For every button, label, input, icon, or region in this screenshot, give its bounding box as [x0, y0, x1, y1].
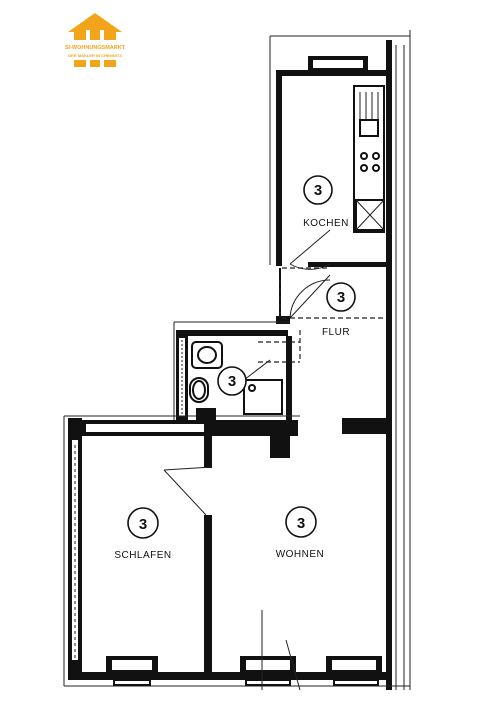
lower-rooms-walls	[63, 416, 410, 691]
room-kochen: 3 KOCHEN	[303, 175, 349, 229]
room-flur: 3 FLUR	[322, 282, 356, 338]
room-label: KOCHEN	[303, 218, 349, 229]
logo-tagline: DER MAKLER IN CHEMNITZ	[68, 53, 122, 58]
hallway-walls	[276, 268, 386, 324]
exterior-wall-right	[386, 30, 411, 690]
kitchen-walls	[269, 35, 410, 270]
room-label: WOHNEN	[276, 549, 325, 560]
room-number: 3	[228, 373, 236, 390]
room-number-badge	[285, 506, 317, 538]
logo-house-body	[74, 30, 116, 40]
room-number-badge	[217, 366, 247, 396]
room-number: 3	[139, 516, 147, 533]
room-label: SCHLAFEN	[114, 550, 171, 561]
room-label: FLUR	[322, 327, 350, 338]
room-bad: 3	[217, 366, 247, 396]
room-number: 3	[297, 515, 305, 532]
room-schlafen: 3 SCHLAFEN	[114, 507, 171, 561]
room-number-badge	[326, 282, 356, 312]
room-number-badge	[303, 175, 333, 205]
logo: SI-WOHNUNGSMARKT DER MAKLER IN CHEMNITZ	[65, 13, 126, 67]
bathroom-walls	[173, 321, 301, 420]
room-wohnen: 3 WOHNEN	[276, 506, 325, 560]
room-number: 3	[314, 182, 322, 199]
middle-wall	[64, 408, 390, 468]
room-number-badge	[127, 507, 159, 539]
logo-name: SI-WOHNUNGSMARKT	[65, 45, 126, 51]
logo-roof-icon	[68, 13, 122, 32]
room-number: 3	[337, 289, 345, 306]
